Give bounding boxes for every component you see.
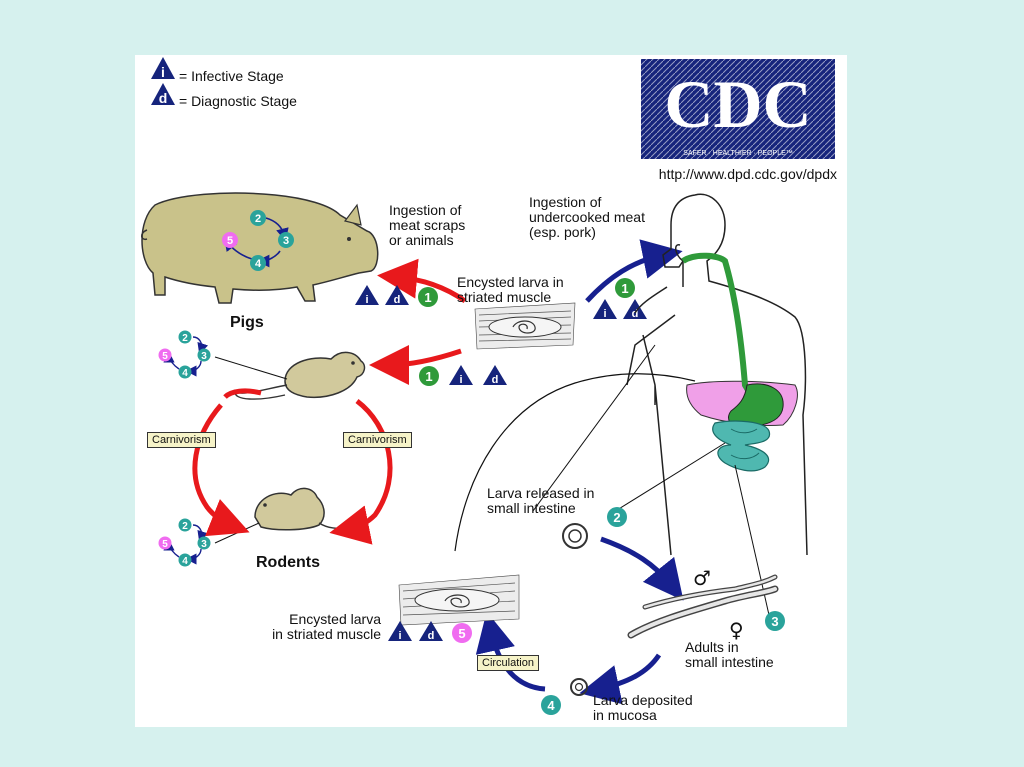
cdc-logo-text: CDC	[664, 66, 811, 142]
blue-arrow-to-adults	[600, 536, 684, 601]
human-arrow-diagnostic-icon: d	[623, 299, 647, 320]
svg-text:4: 4	[547, 698, 555, 713]
svg-text:5: 5	[227, 235, 233, 247]
rodent-top-stage-5: 5	[158, 348, 172, 362]
legend-diagnostic-letter: d	[159, 90, 168, 106]
muscle-top-diagnostic-icon: d	[385, 285, 409, 306]
svg-text:4: 4	[255, 258, 262, 270]
label-larva-deposited: Larva deposited in mucosa	[593, 692, 693, 723]
female-symbol: ♀	[729, 618, 744, 642]
svg-text:5: 5	[162, 351, 168, 362]
svg-text:3: 3	[201, 351, 207, 362]
cdc-url: http://www.dpd.cdc.gov/dpdx	[659, 166, 837, 182]
svg-text:d: d	[428, 630, 435, 642]
pig-stage-3: 3	[278, 232, 294, 248]
carnivorism-box-left: Carnivorism	[147, 432, 216, 448]
svg-text:d: d	[492, 374, 499, 386]
human-arrow-infective-icon: i	[593, 299, 617, 320]
svg-text:1: 1	[621, 281, 628, 296]
human-intestine	[712, 420, 771, 472]
muscle-bottom-diagnostic-icon: d	[419, 621, 443, 642]
muscle-top-infective-icon: i	[355, 285, 379, 306]
svg-text:i: i	[459, 374, 462, 386]
svg-text:2: 2	[613, 510, 620, 525]
blue-arrow-to-mucosa	[579, 653, 662, 705]
svg-text:i: i	[398, 630, 401, 642]
carnivorism-arrow-left	[192, 403, 250, 537]
blue-arrow-circulation	[475, 611, 546, 692]
stage-4-badge: 4	[541, 695, 561, 715]
label-ingestion-meat: Ingestion of undercooked meat (esp. pork…	[529, 194, 645, 240]
pig-stage-2: 2	[250, 210, 266, 226]
human-body-outline	[626, 193, 808, 556]
legend-infective-letter: i	[161, 64, 165, 80]
pig-illustration	[141, 192, 379, 304]
label-adults: Adults in small intestine	[685, 639, 774, 670]
circulation-box: Circulation	[477, 655, 539, 671]
svg-text:i: i	[603, 308, 606, 320]
stage-3-badge: 3	[765, 611, 785, 631]
blue-arrow-to-human	[585, 239, 683, 303]
svg-text:4: 4	[182, 368, 188, 379]
svg-text:1: 1	[424, 290, 431, 305]
pig-stage-5: 5	[222, 232, 238, 248]
label-ingestion-scraps: Ingestion of meat scraps or animals	[389, 202, 466, 248]
lifecycle-diagram: i = Infective Stage d = Diagnostic Stage…	[141, 57, 837, 715]
red-arrow-to-pig	[377, 258, 467, 304]
svg-text:d: d	[632, 308, 639, 320]
muscle-bottom-infective-icon: i	[388, 621, 412, 642]
human-esophagus	[681, 252, 754, 397]
rodent-top-stage-3: 3	[197, 348, 211, 362]
svg-text:5: 5	[162, 539, 168, 550]
svg-text:3: 3	[283, 235, 289, 247]
pig-stage-4: 4	[250, 255, 266, 271]
svg-text:d: d	[394, 294, 401, 306]
stage-2-badge: 2	[607, 507, 627, 527]
svg-text:i: i	[365, 294, 368, 306]
svg-text:4: 4	[182, 556, 188, 567]
rodent-bottom-stage-3: 3	[197, 536, 211, 550]
rodent-arrow-stage-1: 1	[419, 366, 439, 386]
legend-infective-label: = Infective Stage	[179, 68, 284, 84]
legend-diagnostic-icon: d	[151, 83, 175, 106]
label-encysted-top: Encysted larva in striated muscle	[457, 274, 564, 305]
carnivorism-box-right: Carnivorism	[343, 432, 412, 448]
muscle-tissue-top	[474, 302, 576, 350]
rodent-top-stage-4: 4	[178, 365, 192, 379]
cdc-logo: CDC SAFER · HEALTHIER · PEOPLE™	[641, 59, 835, 159]
label-larva-released: Larva released in small intestine	[487, 485, 595, 516]
muscle-top-stage-1: 1	[418, 287, 438, 307]
legend-infective-icon: i	[151, 57, 175, 80]
adult-worms	[627, 574, 779, 639]
svg-text:3: 3	[771, 614, 778, 629]
rodent-arrow-infective-icon: i	[449, 365, 473, 386]
svg-text:1: 1	[425, 369, 432, 384]
rodent-bottom-illustration	[254, 487, 356, 531]
rodent-bottom-stage-4: 4	[178, 553, 192, 567]
rodent-top-stage-2: 2	[178, 330, 192, 344]
label-encysted-bottom: Encysted larva in striated muscle	[272, 611, 381, 642]
rodent-bottom-stage-5: 5	[158, 536, 172, 550]
svg-text:2: 2	[255, 213, 261, 225]
diagram-panel: i = Infective Stage d = Diagnostic Stage…	[135, 55, 847, 727]
svg-text:3: 3	[201, 539, 207, 550]
larva-mucosa	[570, 678, 588, 696]
cdc-tagline: SAFER · HEALTHIER · PEOPLE™	[683, 150, 793, 157]
rodent-bottom-stage-2: 2	[178, 518, 192, 532]
carnivorism-arrow-bottom-top	[223, 388, 262, 399]
red-arrow-to-rodent	[369, 344, 462, 385]
larva-coil-released	[562, 523, 588, 549]
male-symbol: ♂	[693, 566, 711, 590]
label-rodents: Rodents	[256, 554, 320, 571]
muscle-bottom-stage-5: 5	[452, 623, 472, 643]
legend-diagnostic-label: = Diagnostic Stage	[179, 93, 297, 109]
rodent-arrow-diagnostic-icon: d	[483, 365, 507, 386]
human-arrow-stage-1: 1	[615, 278, 635, 298]
svg-text:2: 2	[182, 521, 188, 532]
muscle-tissue-bottom	[398, 574, 520, 626]
carnivorism-arrow-right	[329, 399, 393, 545]
label-pigs: Pigs	[230, 314, 264, 331]
svg-text:5: 5	[458, 626, 465, 641]
svg-text:2: 2	[182, 333, 188, 344]
